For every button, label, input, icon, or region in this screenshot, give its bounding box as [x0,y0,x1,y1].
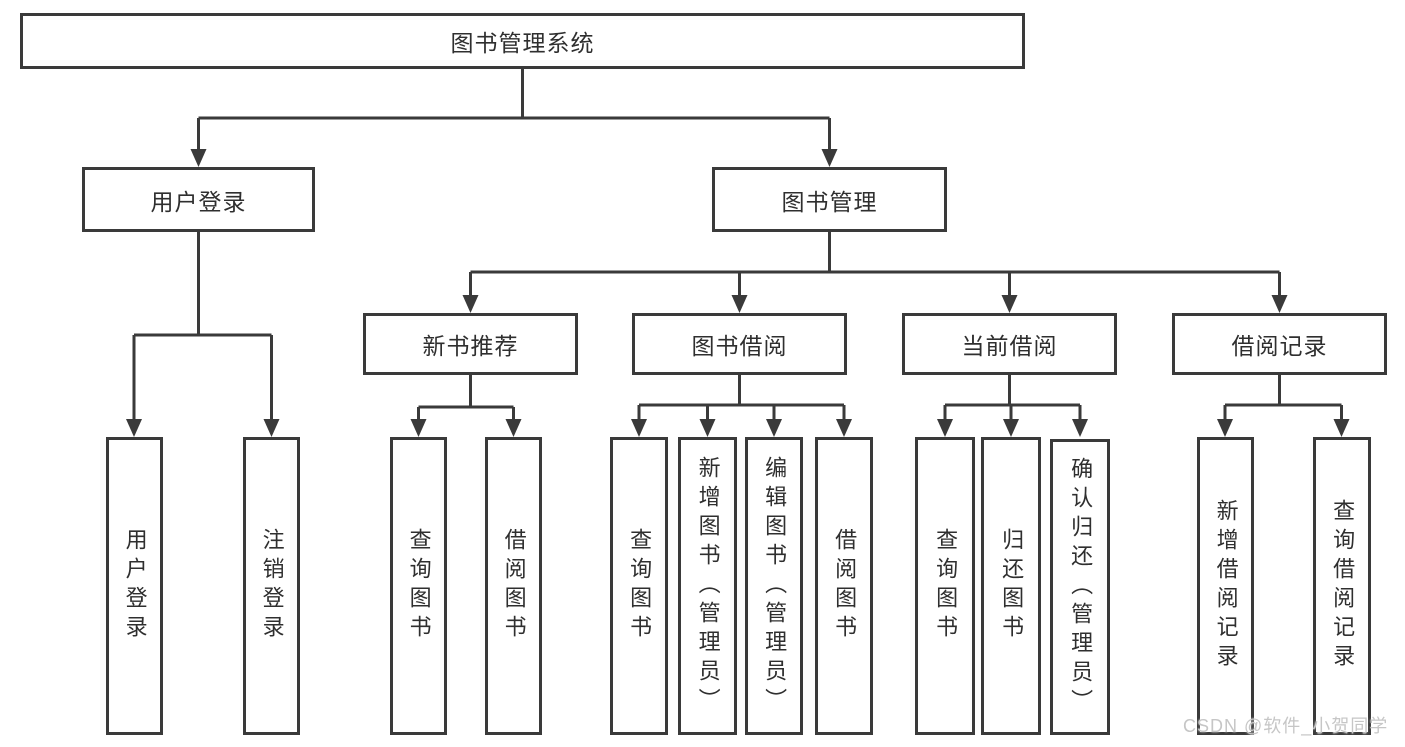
leaf-bb-borrow-books: 借阅图书 [815,437,873,735]
arrowhead-icon [937,419,953,437]
leaf-bb-add-books-admin-label: 新增图书（管理员） [695,455,721,717]
leaf-bb-add-books-admin: 新增图书（管理员） [678,437,737,735]
arrowhead-icon [1333,419,1350,437]
leaf-logout-label: 注销登录 [259,528,285,644]
leaf-br-add-record: 新增借阅记录 [1197,437,1254,735]
node-borrowing-records: 借阅记录 [1172,313,1387,375]
node-new-book-recommend-label: 新书推荐 [422,333,519,359]
leaf-bb-edit-books-admin: 编辑图书（管理员） [745,437,803,735]
leaf-bb-edit-books-admin-label: 编辑图书（管理员） [762,455,788,717]
arrowhead-icon [766,419,782,437]
leaf-bb-borrow-books-label: 借阅图书 [832,528,858,644]
leaf-cb-return-books: 归还图书 [981,437,1041,735]
leaf-user-login-label: 用户登录 [122,528,148,644]
arrowhead-icon [821,149,838,167]
leaf-cb-query-books-label: 查询图书 [933,528,959,644]
leaf-cb-return-books-label: 归还图书 [999,528,1025,644]
leaf-br-add-record-label: 新增借阅记录 [1213,499,1239,673]
arrowheads [126,149,1350,437]
arrowhead-icon [699,419,716,437]
leaf-br-query-record-label: 查询借阅记录 [1330,499,1356,673]
connector-path [132,69,1343,421]
arrowhead-icon [462,295,479,313]
csdn-watermark: CSDN @软件_小贺同学 [1183,716,1389,736]
node-new-book-recommend: 新书推荐 [363,313,578,375]
leaf-cb-confirm-return-admin: 确认归还（管理员） [1050,439,1110,735]
arrowhead-icon [126,419,142,437]
leaf-nb-query-books: 查询图书 [390,437,447,735]
node-user-login: 用户登录 [82,167,315,232]
node-book-borrowing: 图书借阅 [632,313,847,375]
leaf-nb-borrow-books: 借阅图书 [485,437,542,735]
node-current-borrowing-label: 当前借阅 [961,333,1058,359]
arrowhead-icon [505,419,522,437]
node-current-borrowing: 当前借阅 [902,313,1117,375]
leaf-cb-confirm-return-admin-label: 确认归还（管理员） [1068,456,1094,718]
node-book-management-label: 图书管理 [781,188,878,215]
node-book-borrowing-label: 图书借阅 [691,333,788,359]
leaf-bb-query-books: 查询图书 [610,437,668,735]
arrowhead-icon [836,419,852,437]
arrowhead-icon [1001,295,1018,313]
node-root-label: 图书管理系统 [450,30,595,56]
node-book-management: 图书管理 [712,167,947,232]
node-user-login-label: 用户登录 [150,188,247,215]
leaf-logout: 注销登录 [243,437,300,735]
leaf-br-query-record: 查询借阅记录 [1313,437,1371,735]
arrowhead-icon [1072,419,1088,437]
arrowhead-icon [1217,419,1233,437]
arrowhead-icon [263,419,280,437]
arrowhead-icon [631,419,647,437]
arrowhead-icon [190,149,207,167]
arrowhead-icon [410,419,427,437]
leaf-user-login: 用户登录 [106,437,163,735]
leaf-nb-query-books-label: 查询图书 [406,528,432,644]
leaf-nb-borrow-books-label: 借阅图书 [501,528,527,644]
node-root: 图书管理系统 [20,13,1025,69]
arrowhead-icon [1003,419,1019,437]
arrowhead-icon [731,295,748,313]
arrowhead-icon [1271,295,1288,313]
leaf-bb-query-books-label: 查询图书 [627,528,653,644]
leaf-cb-query-books: 查询图书 [915,437,975,735]
node-borrowing-records-label: 借阅记录 [1231,333,1328,359]
